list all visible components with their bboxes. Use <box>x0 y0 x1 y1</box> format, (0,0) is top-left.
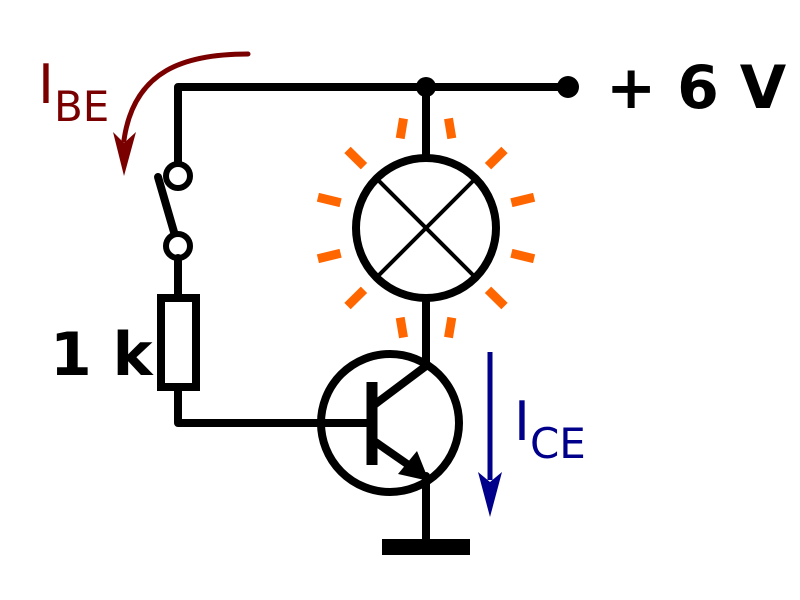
supply-terminal-dot <box>557 76 579 98</box>
switch <box>154 161 193 261</box>
base-current-arrow <box>113 51 251 176</box>
glow-ray <box>510 248 536 264</box>
glow-ray <box>444 117 457 140</box>
base-current-label: IBE <box>38 53 109 131</box>
base-wire <box>174 383 376 427</box>
glow-ray <box>395 117 408 140</box>
collector-current-subscript: CE <box>530 419 586 468</box>
glow-ray <box>344 286 368 310</box>
glow-ray <box>344 146 368 170</box>
transistor-body <box>317 350 463 496</box>
collector-current-arrowhead-icon <box>478 472 502 517</box>
emitter-arrow-icon <box>398 451 429 481</box>
switch-lever <box>154 173 178 236</box>
supply-voltage-label: + 6 V <box>606 53 787 123</box>
lamp <box>352 154 500 302</box>
supply-rail-wire <box>174 83 572 182</box>
lamp-filament-cross <box>375 177 477 279</box>
collector-current-symbol: I <box>514 390 530 453</box>
glow-ray <box>395 316 408 339</box>
collector-current-label: ICE <box>514 390 586 468</box>
resistor <box>157 294 200 391</box>
base-current-arrow-curve <box>121 51 251 143</box>
npn-transistor <box>317 350 463 496</box>
base-current-arrowhead-icon <box>113 132 136 176</box>
ground-symbol <box>382 539 470 555</box>
collector-current-arrow <box>478 352 502 517</box>
transistor-emitter-lead <box>371 437 413 470</box>
glow-ray <box>484 286 508 310</box>
base-current-subscript: BE <box>54 82 109 131</box>
lamp-glow <box>316 117 536 339</box>
transistor-collector-lead <box>370 362 430 409</box>
base-current-symbol: I <box>38 53 54 116</box>
glow-ray <box>316 192 342 208</box>
glow-ray <box>316 248 342 264</box>
switch-contact-top <box>163 161 193 191</box>
glow-ray <box>484 146 508 170</box>
glow-ray <box>510 192 536 208</box>
glow-ray <box>444 316 457 339</box>
resistor-value-label: 1 k <box>50 320 155 390</box>
